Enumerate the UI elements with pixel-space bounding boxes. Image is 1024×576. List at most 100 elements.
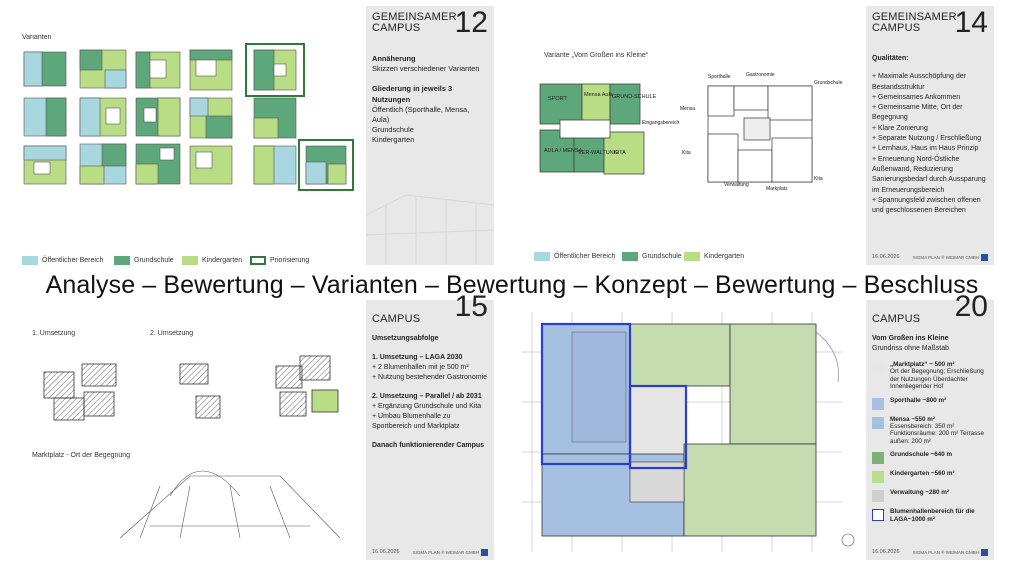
- room-swatch-3: [872, 452, 884, 465]
- room-item-3: Grundschule ~640 m: [872, 451, 988, 465]
- variants-sketch-panel: Varianten Öffentlicher Bereich Grundschu…: [10, 34, 365, 266]
- public-swatch: [22, 256, 38, 265]
- s15-phase1-item-1: + Nutzung bestehender Gastronomie: [372, 374, 487, 381]
- variant-floorplan-sketch: SPORT Mensa Aula GRUND-SCHULE KITA AULA …: [539, 72, 843, 192]
- floorplan-drawing: [522, 312, 855, 552]
- logo-text: SIGMA PLAN ® WEIMAR GMBH: [412, 550, 479, 555]
- sk-mensa: Mensa Aula: [584, 92, 614, 98]
- room-swatch-0: [872, 362, 884, 374]
- room-sub-2: Essensbereich: 350 m² Funktionsräume: 20…: [890, 423, 985, 445]
- s15-phase2-item-0: + Ergänzung Grundschule und Kita: [372, 403, 482, 410]
- room-swatch-1: [872, 397, 884, 410]
- s12-line1: Skizzen verschiedener Varianten: [372, 64, 480, 74]
- room-swatch-5: [872, 490, 884, 503]
- legend-school-label: Grundschule: [134, 257, 174, 264]
- s15-phase1-item-0: + 2 Blumenhallen mit je 500 m²: [372, 364, 469, 371]
- variant-sketch-panel: Variante „Vom Großen ins Kleine“ SPORT M…: [530, 40, 865, 266]
- sk-r-verwaltung: Verwaltung: [724, 182, 749, 188]
- s12-line2: Öffentlich (Sporthalle, Mensa, Aula): [372, 104, 470, 125]
- s15-phase1-title: 1. Umsetzung – LAGA 2030: [372, 354, 463, 361]
- s14-item-1: + Gemeinsames Ankommen: [872, 93, 961, 101]
- slide-20-text: CAMPUS 20 Vom Großen ins Kleine Grundris…: [866, 292, 994, 560]
- variants-sketch-grid: [23, 43, 354, 191]
- slide-15-logo: SIGMA PLAN ® WEIMAR GMBH: [413, 549, 488, 556]
- s15-heading: Umsetzungsabfolge: [372, 335, 439, 342]
- legend14-school: Grundschule: [622, 252, 682, 261]
- u1-label: 1. Umsetzung: [32, 330, 76, 337]
- s14-item-0: + Maximale Ausschöpfung der Bestandsstru…: [872, 73, 966, 91]
- s15-closing: Danach funktionierender Campus: [372, 442, 485, 449]
- s12-line3: Grundschule: [372, 125, 414, 135]
- sk-r-markplatz: Markplatz: [766, 186, 788, 192]
- phase-sketch-panel: 1. Umsetzung 2. Umsetzung Marktplatz - O…: [30, 326, 365, 556]
- slide-12-body: Annäherung Skizzen verschiedener Variant…: [372, 54, 488, 146]
- legend-school: Grundschule: [114, 256, 174, 265]
- sk-r-mensa: Mensa: [680, 106, 695, 112]
- logo-text: SIGMA PLAN ® WEIMAR GMBH: [912, 550, 979, 555]
- room-label-2: Mensa ~550 m²: [890, 415, 935, 423]
- sk-r-sporthalle: Sporthalle: [708, 74, 731, 80]
- room-item-1: Sporthalle ~800 m²: [872, 397, 988, 410]
- s20-heading: Vom Großen ins Kleine: [872, 335, 949, 342]
- legend-public-label: Öffentlicher Bereich: [42, 257, 104, 264]
- phase-sketches: [43, 355, 341, 539]
- s14-item-3: + Klare Zonierung: [872, 124, 928, 132]
- sk-aula: AULA / MENSA: [544, 148, 583, 154]
- s12-heading2: Gliederung in jeweils 3 Nutzungen: [372, 84, 453, 104]
- slide-20-date: 16.06.2026: [872, 549, 900, 555]
- room-swatch-6: [872, 509, 884, 522]
- slide-12-title-1: GEMEINSAMER: [372, 11, 457, 23]
- sk-grund: GRUND-SCHULE: [612, 94, 657, 100]
- legend-public: Öffentlicher Bereich: [22, 256, 103, 265]
- process-headline: Analyse – Bewertung – Varianten – Bewert…: [45, 271, 979, 299]
- kinder-swatch: [182, 256, 198, 265]
- legend-priority: Priorisierung: [250, 256, 309, 265]
- slide-15-title-2: CAMPUS: [372, 313, 421, 325]
- sk-r-grundschule: Grundschule: [814, 80, 843, 86]
- slide-12-text: GEMEINSAMER CAMPUS 12 Annäherung Skizzen…: [366, 6, 494, 265]
- sk-r-kita2: Kita: [814, 176, 823, 182]
- s15-phase2-title: 2. Umsetzung – Parallel / ab 2031: [372, 393, 482, 400]
- s15-phase2-item-1: + Umbau Blumenhalle zu Sportbereich und …: [372, 413, 460, 430]
- room-label-6: Blumenhallenbereich für die LAGA~1000 m²: [890, 508, 975, 523]
- variant-label: Variante „Vom Großen ins Kleine“: [544, 52, 649, 59]
- s12-heading1: Annäherung: [372, 54, 416, 63]
- logo-icon: [981, 549, 988, 556]
- s20-subheading: Grundriss ohne Maßstab: [872, 344, 950, 352]
- public-swatch: [534, 252, 550, 261]
- room-item-6: Blumenhallenbereich für die LAGA~1000 m²: [872, 508, 988, 523]
- s14-item-5: + Lernhaus, Haus im Haus Prinzip: [872, 145, 979, 153]
- legend14-public-label: Öffentlicher Bereich: [554, 253, 616, 260]
- legend-kinder-label: Kindergarten: [202, 257, 243, 264]
- sk-verw: VER-WALTUNG: [578, 150, 618, 156]
- legend14-kinder: Kindergarten: [684, 252, 744, 261]
- building-watermark: [366, 194, 494, 265]
- slide-20-body: Vom Großen ins Kleine Grundriss ohne Maß…: [872, 334, 988, 529]
- room-item-4: Kindergarten ~560 m²: [872, 470, 988, 484]
- slide-14-body: Qualitäten: + Maximale Ausschöpfung der …: [872, 54, 988, 216]
- legend14-public: Öffentlicher Bereich: [534, 252, 615, 261]
- logo-icon: [481, 549, 488, 556]
- floorplan-panel: [512, 312, 862, 562]
- sk-r-gastro: Gastronomie: [746, 72, 775, 78]
- sk-r-kita: Kita: [682, 150, 691, 156]
- market-label: Marktplatz - Ort der Begegnung: [32, 452, 131, 459]
- kinder-swatch: [684, 252, 700, 261]
- s14-item-2: + Gemeinsame Mitte, Ort der Begegnung: [872, 104, 963, 122]
- logo-icon: [981, 254, 988, 261]
- priority-swatch: [250, 256, 266, 265]
- school-swatch: [114, 256, 130, 265]
- slide-14-title-1: GEMEINSAMER: [872, 11, 957, 23]
- slide-14-text: GEMEINSAMER CAMPUS 14 Qualitäten: + Maxi…: [866, 6, 994, 265]
- s14-item-4: + Separate Nutzung / Erschließung: [872, 135, 982, 143]
- legend-priority-label: Priorisierung: [270, 257, 310, 264]
- slide-15-body: Umsetzungsabfolge 1. Umsetzung – LAGA 20…: [372, 334, 488, 451]
- room-label-4: Kindergarten ~560 m²: [890, 470, 955, 478]
- room-label-3: Grundschule ~640 m: [890, 451, 953, 459]
- variants-label: Varianten: [22, 34, 52, 41]
- slide-20-title-2: CAMPUS: [872, 313, 921, 325]
- s14-item-6: + Erneuerung Nord-Östliche Außenwand, Re…: [872, 155, 986, 194]
- s14-item-7: + Spannungsfeld zwischen offenen und ges…: [872, 196, 981, 215]
- slide-15-text: CAMPUS 15 Umsetzungsabfolge 1. Umsetzung…: [366, 292, 494, 560]
